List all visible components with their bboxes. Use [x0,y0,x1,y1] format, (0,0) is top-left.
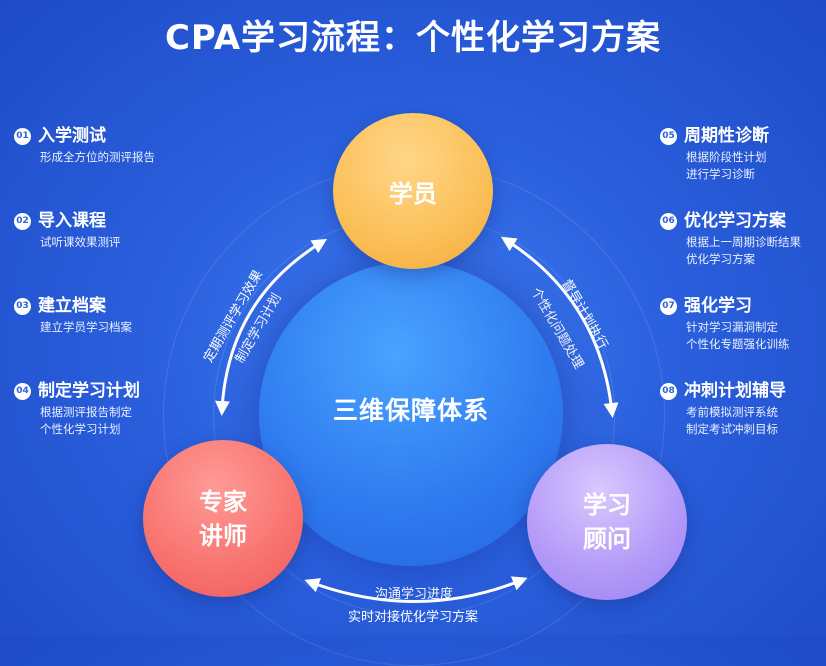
step-desc-line: 个性化专题强化训练 [686,337,790,351]
step-06: 06 优化学习方案 根据上一周期诊断结果 优化学习方案 [660,211,825,268]
step-desc-line: 根据测评报告制定 [40,405,132,419]
step-desc-line: 根据阶段性计划 [686,150,767,164]
step-title: 导入课程 [38,211,106,231]
step-desc-line: 形成全方位的测评报告 [40,150,155,164]
step-title: 建立档案 [38,296,106,316]
cycle-arrows [215,236,619,603]
step-title: 周期性诊断 [684,126,769,146]
expert-label-line2: 讲师 [199,521,247,550]
center-circle: 三维保障体系 [259,262,563,566]
center-label: 三维保障体系 [332,396,489,425]
step-number-badge: 01 [14,127,31,145]
step-title: 优化学习方案 [684,211,786,231]
step-01: 01 入学测试 形成全方位的测评报告 [14,126,214,166]
step-desc-line: 制定考试冲刺目标 [686,422,778,436]
advisor-label-line1: 学习 [583,491,631,519]
step-number-badge: 08 [660,382,677,400]
step-number-badge: 02 [14,212,31,230]
step-number-badge: 04 [14,382,31,400]
step-desc-line: 试听课效果测评 [40,235,121,249]
step-desc-line: 个性化学习计划 [40,422,121,436]
step-05: 05 周期性诊断 根据阶段性计划 进行学习诊断 [660,126,825,183]
step-desc-line: 建立学员学习档案 [40,320,132,334]
step-number-badge: 07 [660,297,677,315]
step-07: 07 强化学习 针对学习漏洞制定 个性化专题强化训练 [660,296,825,353]
bottom-cycle-arrow [304,576,528,603]
step-desc-line: 根据上一周期诊断结果 [686,235,801,249]
step-title: 强化学习 [684,296,752,316]
step-number-badge: 06 [660,212,677,230]
left-cycle-arrow [215,238,328,416]
advisor-node: 学习 顾问 [527,444,687,600]
step-title: 制定学习计划 [38,381,140,401]
step-title: 入学测试 [38,126,106,146]
right-cycle-arrow [500,236,619,418]
expert-node: 专家 讲师 [143,440,303,597]
step-02: 02 导入课程 试听课效果测评 [14,211,214,251]
student-node: 学员 [333,113,493,269]
step-title: 冲刺计划辅导 [684,381,786,401]
arc-label-bottom-bottom: 实时对接优化学习方案 [348,610,479,625]
arc-label-bottom-top: 沟通学习进度 [375,587,454,602]
page-title: CPA学习流程：个性化学习方案 [164,18,662,58]
expert-label-line1: 专家 [199,487,247,516]
step-03: 03 建立档案 建立学员学习档案 [14,296,214,336]
step-08: 08 冲刺计划辅导 考前模拟测评系统 制定考试冲刺目标 [660,381,825,438]
advisor-label-line2: 顾问 [583,525,631,553]
step-desc-line: 优化学习方案 [686,252,755,266]
student-label: 学员 [389,179,437,208]
step-desc-line: 进行学习诊断 [686,167,755,181]
step-04: 04 制定学习计划 根据测评报告制定 个性化学习计划 [14,381,214,438]
step-desc-line: 针对学习漏洞制定 [686,320,778,334]
step-number-badge: 03 [14,297,31,315]
step-desc-line: 考前模拟测评系统 [686,405,778,419]
step-number-badge: 05 [660,127,677,145]
